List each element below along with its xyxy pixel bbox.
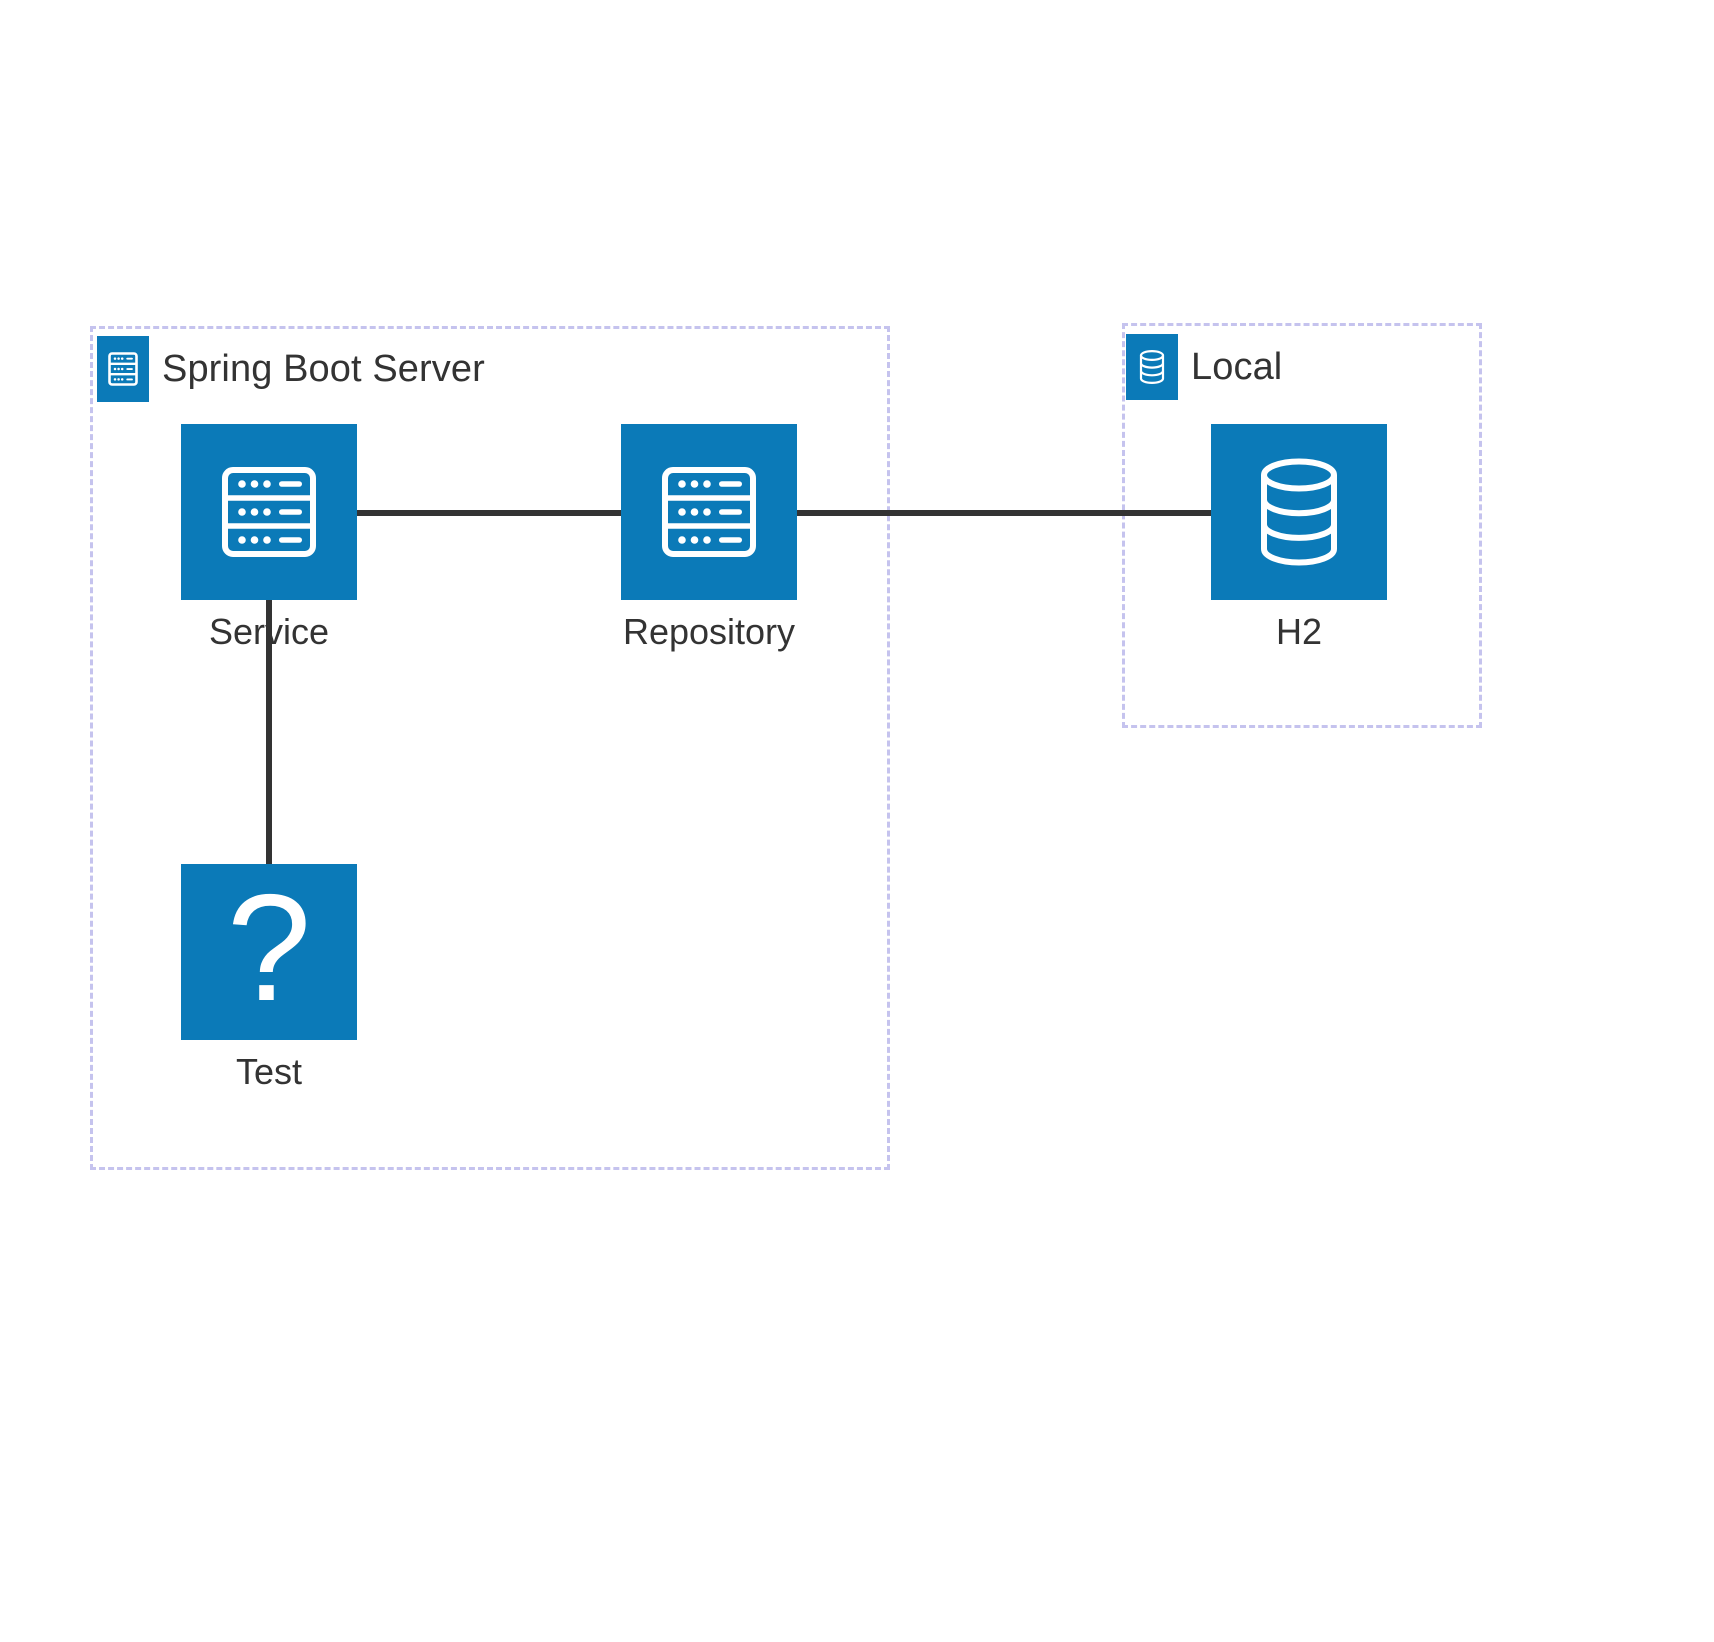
question-mark-icon: ? bbox=[226, 863, 312, 1033]
group-spring-boot-server[interactable] bbox=[90, 326, 890, 1170]
server-icon bbox=[213, 456, 325, 568]
server-icon bbox=[97, 336, 149, 402]
edge-service-test bbox=[266, 600, 272, 864]
group-local[interactable] bbox=[1122, 323, 1482, 728]
node-service[interactable]: Service bbox=[181, 424, 357, 651]
node-repository[interactable]: Repository bbox=[621, 424, 797, 651]
node-repository-box[interactable] bbox=[621, 424, 797, 600]
server-icon bbox=[653, 456, 765, 568]
group-label-local: Local bbox=[1191, 346, 1283, 388]
node-test[interactable]: ? Test bbox=[181, 864, 357, 1091]
node-test-box[interactable]: ? bbox=[181, 864, 357, 1040]
group-title-local[interactable]: Local bbox=[1126, 334, 1282, 400]
edge-repository-h2 bbox=[797, 510, 1211, 516]
node-label-repository: Repository bbox=[622, 611, 796, 652]
group-title-spring-boot-server[interactable]: Spring Boot Server bbox=[97, 336, 485, 402]
database-icon bbox=[1247, 453, 1351, 571]
group-label-spring-boot-server: Spring Boot Server bbox=[162, 348, 485, 390]
node-h2-box[interactable] bbox=[1211, 424, 1387, 600]
node-label-service: Service bbox=[208, 611, 330, 652]
node-service-box[interactable] bbox=[181, 424, 357, 600]
node-label-h2: H2 bbox=[1275, 611, 1323, 652]
node-h2[interactable]: H2 bbox=[1211, 424, 1387, 651]
database-icon bbox=[1126, 334, 1178, 400]
edge-service-repository bbox=[357, 510, 621, 516]
node-label-test: Test bbox=[235, 1051, 303, 1092]
